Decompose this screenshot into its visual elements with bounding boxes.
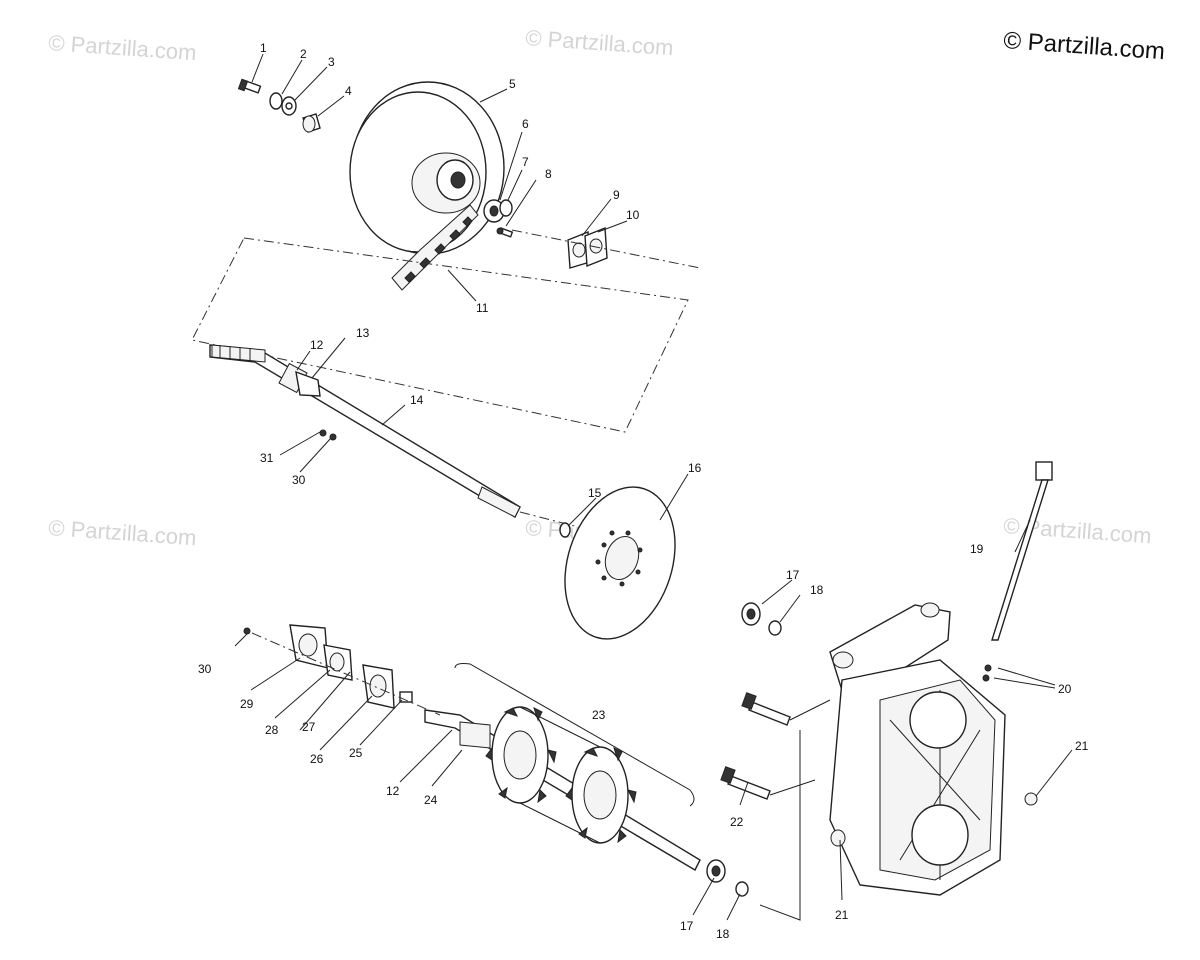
watermark-layer: © Partzilla.com © Partzilla.com © Partzi… bbox=[48, 25, 1153, 550]
callout-label: 30 bbox=[292, 473, 306, 487]
callout-label: 28 bbox=[265, 723, 279, 737]
callout-label: 29 bbox=[240, 697, 254, 711]
leader-lines bbox=[234, 53, 1073, 921]
bearing-flange-group bbox=[243, 624, 441, 716]
callout-label: 1 bbox=[260, 41, 267, 55]
callout-label: 4 bbox=[345, 84, 352, 98]
callout-label: 31 bbox=[260, 451, 274, 465]
callout-labels: 1 2 3 4 5 6 7 8 9 10 11 12 13 14 31 30 1… bbox=[198, 41, 1089, 941]
callout-label: 21 bbox=[1075, 739, 1089, 753]
jackshaft bbox=[209, 344, 591, 531]
callout-label: 6 bbox=[522, 117, 529, 131]
callout-label: 12 bbox=[386, 784, 400, 798]
callout-label: 21 bbox=[835, 908, 849, 922]
watermark: © Partzilla.com bbox=[525, 25, 675, 60]
copyright-notice: © Partzilla.com bbox=[1003, 27, 1166, 65]
callout-label: 8 bbox=[545, 167, 552, 181]
callout-label: 18 bbox=[716, 927, 730, 941]
watermark: © Partzilla.com bbox=[48, 30, 198, 65]
callout-label: 25 bbox=[349, 746, 363, 760]
callout-label: 19 bbox=[970, 542, 984, 556]
callout-label: 13 bbox=[356, 326, 370, 340]
callout-label: 16 bbox=[688, 461, 702, 475]
callout-label: 12 bbox=[310, 338, 324, 352]
callout-label: 27 bbox=[302, 720, 316, 734]
watermark: © Partzilla.com bbox=[48, 515, 198, 550]
brake-disc bbox=[559, 486, 676, 640]
callout-label: 3 bbox=[328, 55, 335, 69]
drive-shaft-assembly bbox=[424, 663, 749, 897]
callout-label: 15 bbox=[588, 486, 602, 500]
callout-label: 9 bbox=[613, 188, 620, 202]
callout-label: 24 bbox=[424, 793, 438, 807]
callout-label: 5 bbox=[509, 77, 516, 91]
callout-label: 22 bbox=[730, 815, 744, 829]
chaincase bbox=[720, 461, 1053, 921]
callout-label: 14 bbox=[410, 393, 424, 407]
callout-label: 26 bbox=[310, 752, 324, 766]
callout-label: 18 bbox=[810, 583, 824, 597]
drive-sprocket-assembly bbox=[191, 78, 701, 433]
callout-label: 20 bbox=[1058, 682, 1072, 696]
callout-label: 7 bbox=[522, 155, 529, 169]
callout-label: 11 bbox=[476, 301, 489, 315]
callout-label: 2 bbox=[300, 47, 307, 61]
callout-label: 17 bbox=[786, 568, 800, 582]
callout-label: 10 bbox=[626, 208, 640, 222]
callout-label: 30 bbox=[198, 662, 212, 676]
callout-label: 17 bbox=[680, 919, 694, 933]
callout-label: 23 bbox=[592, 708, 606, 722]
